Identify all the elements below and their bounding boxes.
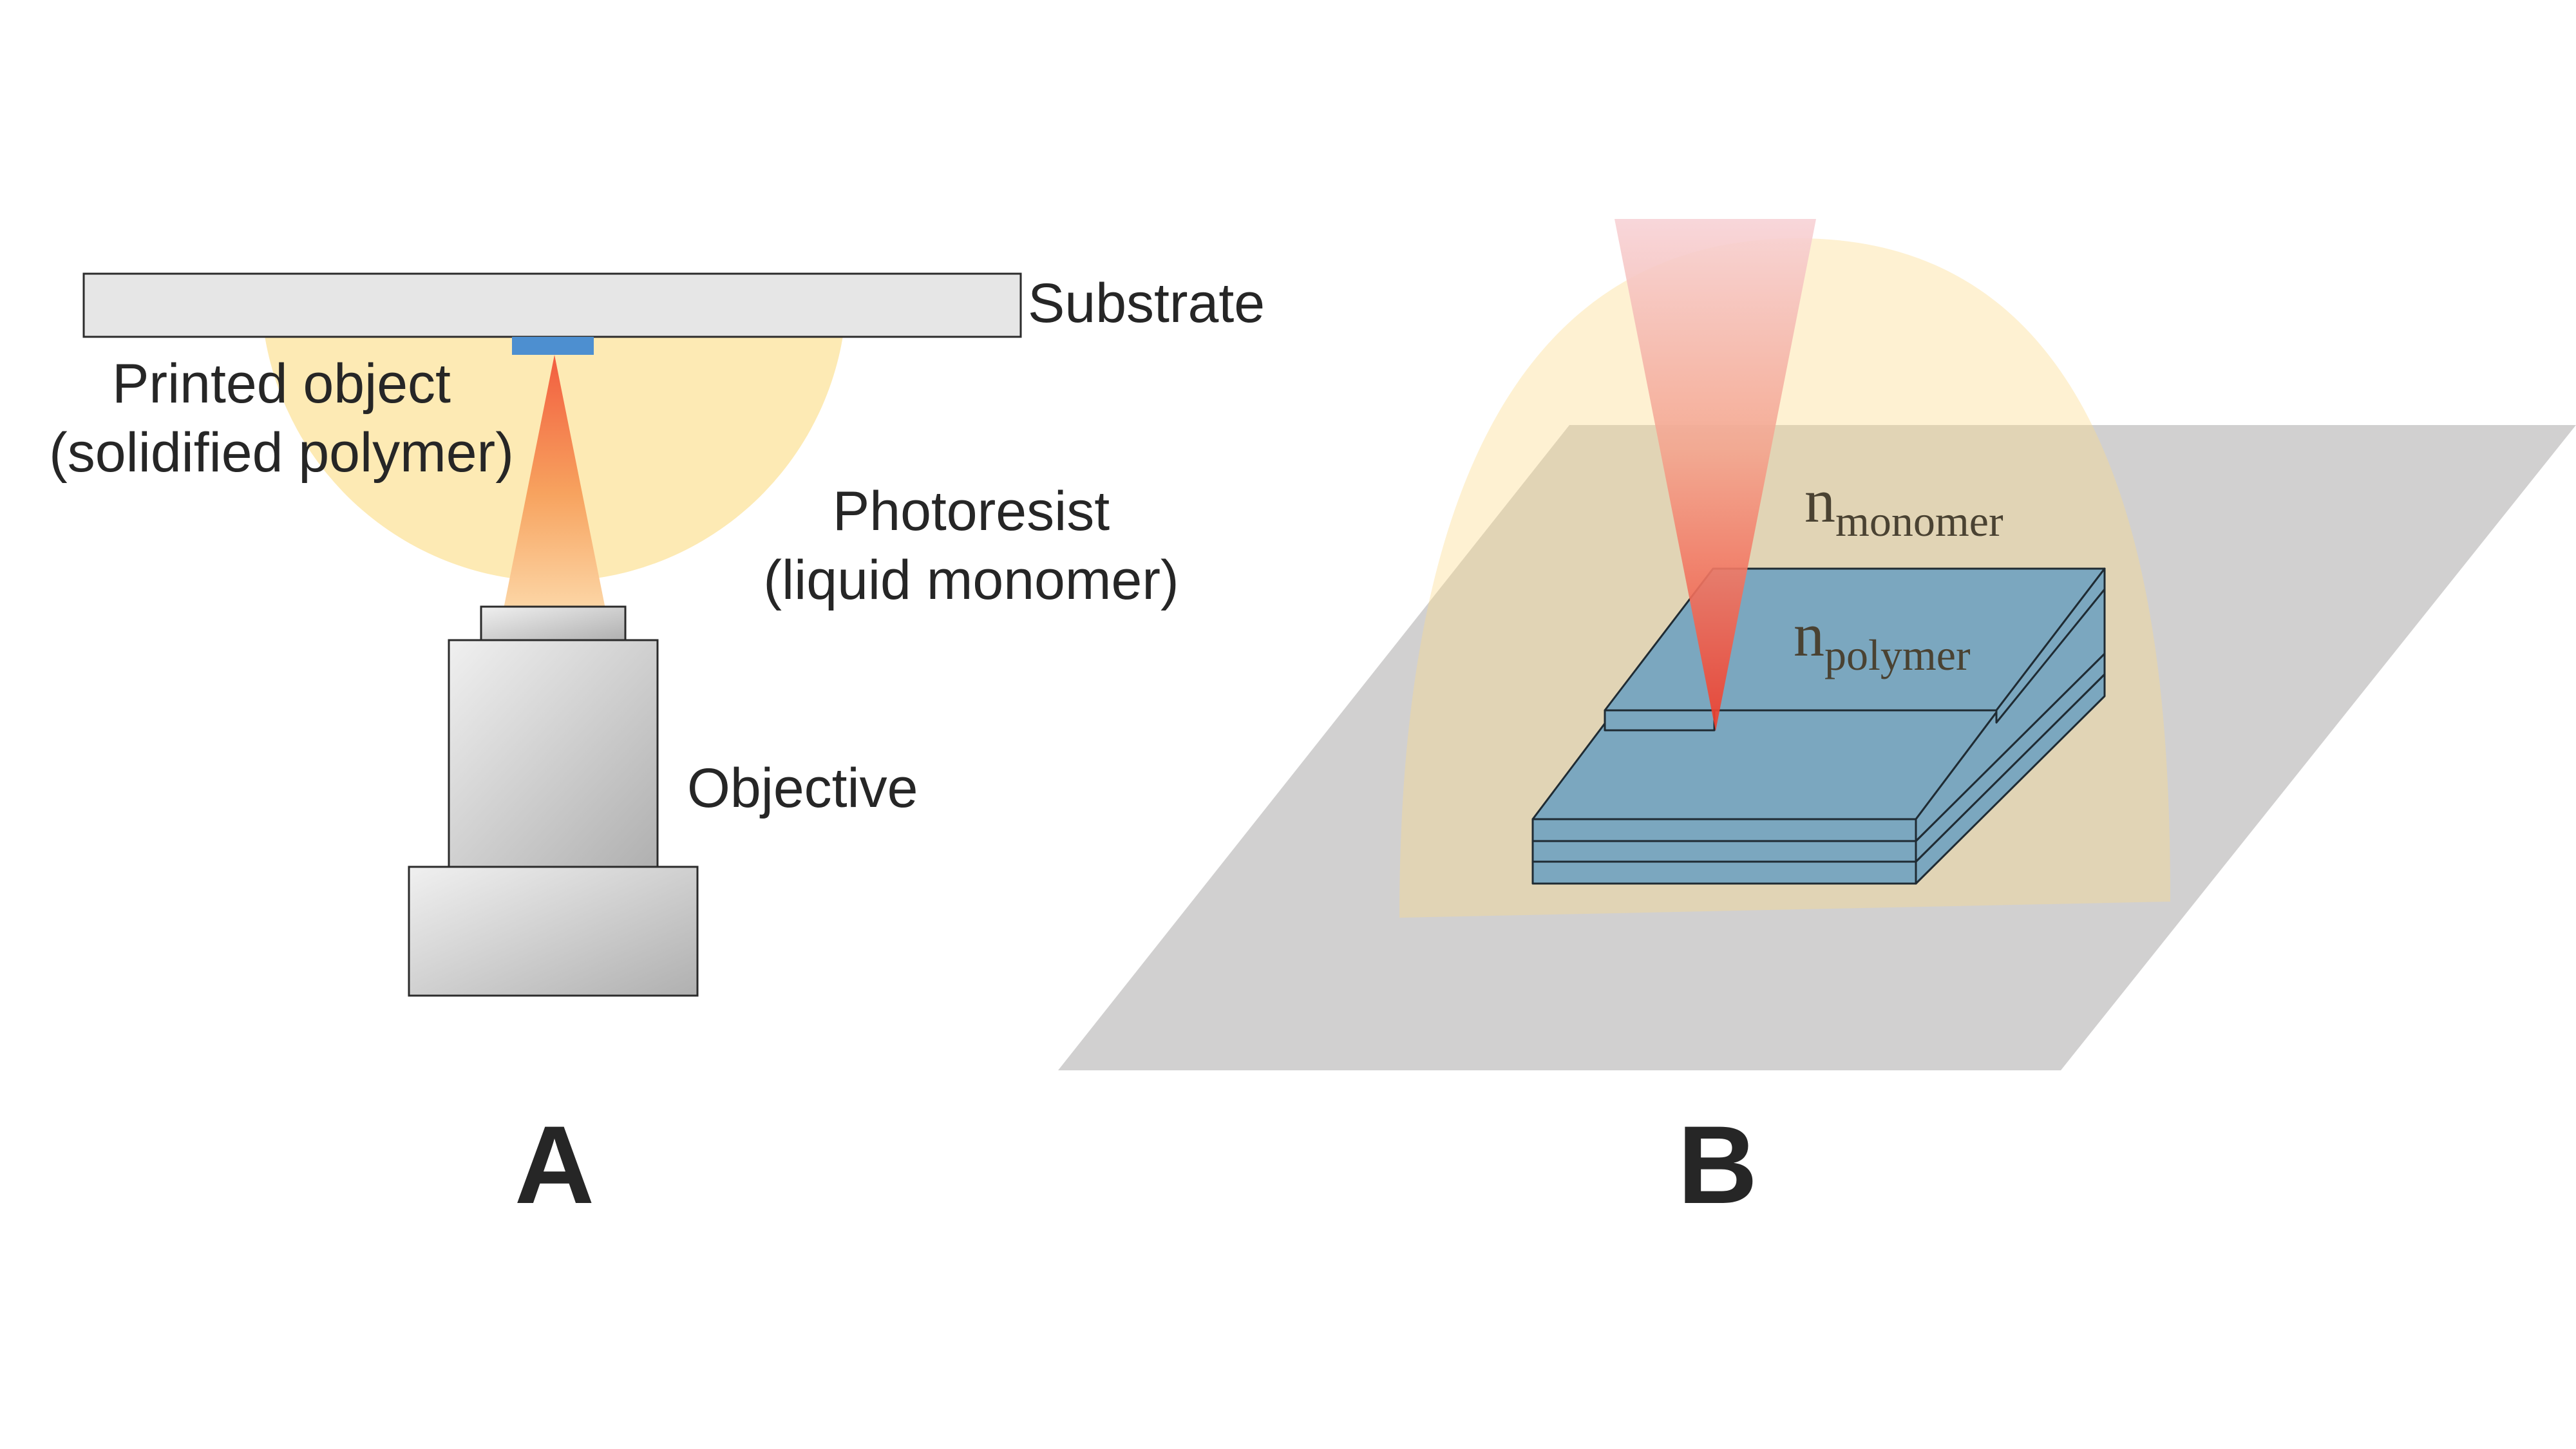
panel-letter-a: A <box>515 1103 594 1227</box>
objective-body <box>448 639 659 868</box>
panel-letter-b: B <box>1678 1103 1757 1227</box>
substrate-label: Substrate <box>1028 272 1265 334</box>
layer-1-front <box>1531 860 1917 885</box>
printed-object-label-line2: (solidified polymer) <box>49 422 514 484</box>
layer-2-front <box>1531 840 1917 863</box>
photoresist-label-line2: (liquid monomer) <box>763 549 1179 611</box>
objective-base <box>408 866 699 997</box>
focused-laser-beam <box>1615 219 1816 731</box>
n-polymer-base: n <box>1794 600 1824 669</box>
printed-object <box>512 337 594 355</box>
layer-3-front <box>1531 818 1917 842</box>
n-monomer-base: n <box>1804 466 1835 535</box>
objective-tip <box>480 605 627 641</box>
printed-object-label-line1: Printed object <box>112 353 451 415</box>
photoresist-label-line1: Photoresist <box>833 480 1110 542</box>
objective <box>408 605 699 997</box>
polymer-layers <box>1531 567 2106 885</box>
laser-beam-cone <box>504 355 605 609</box>
panel-b: nmonomer npolymer B <box>1058 219 2576 1227</box>
svg-text:nmonomer: nmonomer <box>1804 466 2003 545</box>
partial-layer-side <box>1995 567 2106 724</box>
substrate-plate <box>82 272 1022 338</box>
n-polymer-subscript: polymer <box>1824 630 1971 679</box>
panel-a: Substrate Printed object (solidified pol… <box>49 272 1265 1227</box>
n-monomer-subscript: monomer <box>1835 497 2003 545</box>
objective-label: Objective <box>687 757 918 819</box>
n-polymer-label: npolymer <box>1794 600 1971 679</box>
n-monomer-label: nmonomer <box>1804 466 2003 545</box>
svg-text:npolymer: npolymer <box>1794 600 1971 679</box>
partial-layer-front <box>1604 709 1716 732</box>
